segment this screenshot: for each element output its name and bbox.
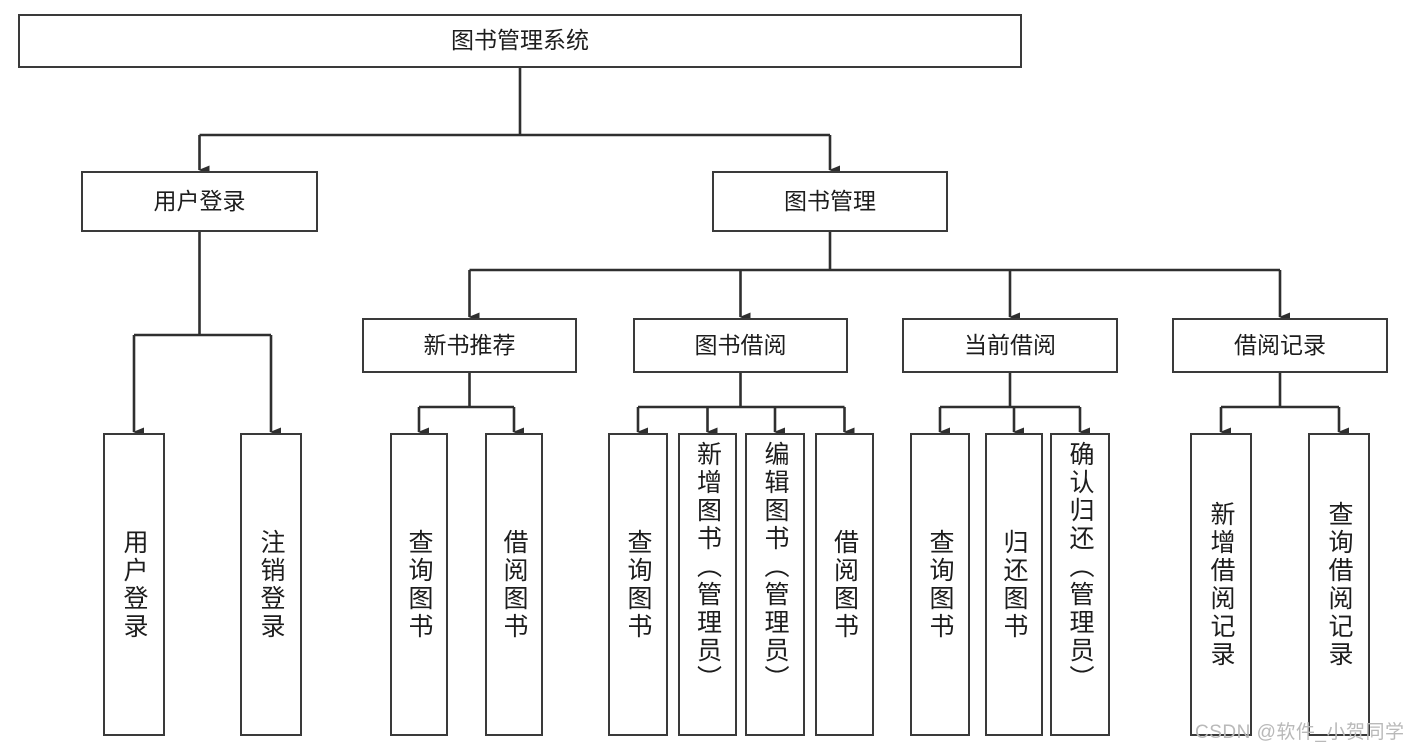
node-label: 查询图书 xyxy=(405,528,433,641)
node-leaf-10[interactable]: 归还图书 xyxy=(985,433,1043,736)
node-current[interactable]: 当前借阅 xyxy=(902,318,1118,373)
node-leaf-12[interactable]: 新增借阅记录 xyxy=(1190,433,1252,736)
node-label: 新增图书（管理员） xyxy=(693,441,722,693)
node-login[interactable]: 用户登录 xyxy=(81,171,318,232)
node-leaf-13[interactable]: 查询借阅记录 xyxy=(1308,433,1370,736)
node-leaf-11[interactable]: 确认归还（管理员） xyxy=(1050,433,1110,736)
node-label: 编辑图书（管理员） xyxy=(761,441,789,693)
node-leaf-2[interactable]: 注销登录 xyxy=(240,433,302,736)
node-label: 查询借阅记录 xyxy=(1325,500,1353,669)
node-label: 用户登录 xyxy=(120,528,148,641)
node-label: 确认归还（管理员） xyxy=(1066,441,1094,693)
node-leaf-5[interactable]: 查询图书 xyxy=(608,433,668,736)
node-label: 借阅记录 xyxy=(1234,331,1326,358)
node-leaf-6[interactable]: 新增图书（管理员） xyxy=(678,433,737,736)
node-bookmgmt[interactable]: 图书管理 xyxy=(712,171,948,232)
node-label: 查询图书 xyxy=(926,528,954,641)
node-label: 归还图书 xyxy=(1000,528,1028,641)
node-label: 新书推荐 xyxy=(423,331,516,358)
node-label: 新增借阅记录 xyxy=(1207,500,1235,669)
node-borrow[interactable]: 图书借阅 xyxy=(633,318,848,373)
node-leaf-9[interactable]: 查询图书 xyxy=(910,433,970,736)
node-label: 当前借阅 xyxy=(964,331,1056,358)
node-label: 图书管理 xyxy=(784,187,876,214)
node-leaf-1[interactable]: 用户登录 xyxy=(103,433,165,736)
node-label: 查询图书 xyxy=(624,528,652,641)
node-leaf-7[interactable]: 编辑图书（管理员） xyxy=(745,433,805,736)
node-leaf-3[interactable]: 查询图书 xyxy=(390,433,448,736)
node-root[interactable]: 图书管理系统 xyxy=(18,14,1022,68)
node-records[interactable]: 借阅记录 xyxy=(1172,318,1388,373)
node-label: 借阅图书 xyxy=(830,528,859,641)
csdn-watermark: CSDN @软件_小贺同学 xyxy=(1195,722,1405,743)
node-label: 图书借阅 xyxy=(694,331,787,358)
node-label: 用户登录 xyxy=(153,187,246,214)
node-label: 注销登录 xyxy=(257,528,285,641)
node-label: 图书管理系统 xyxy=(451,27,589,54)
node-label: 借阅图书 xyxy=(500,528,528,641)
node-newbook[interactable]: 新书推荐 xyxy=(362,318,577,373)
node-leaf-4[interactable]: 借阅图书 xyxy=(485,433,543,736)
node-leaf-8[interactable]: 借阅图书 xyxy=(815,433,874,736)
